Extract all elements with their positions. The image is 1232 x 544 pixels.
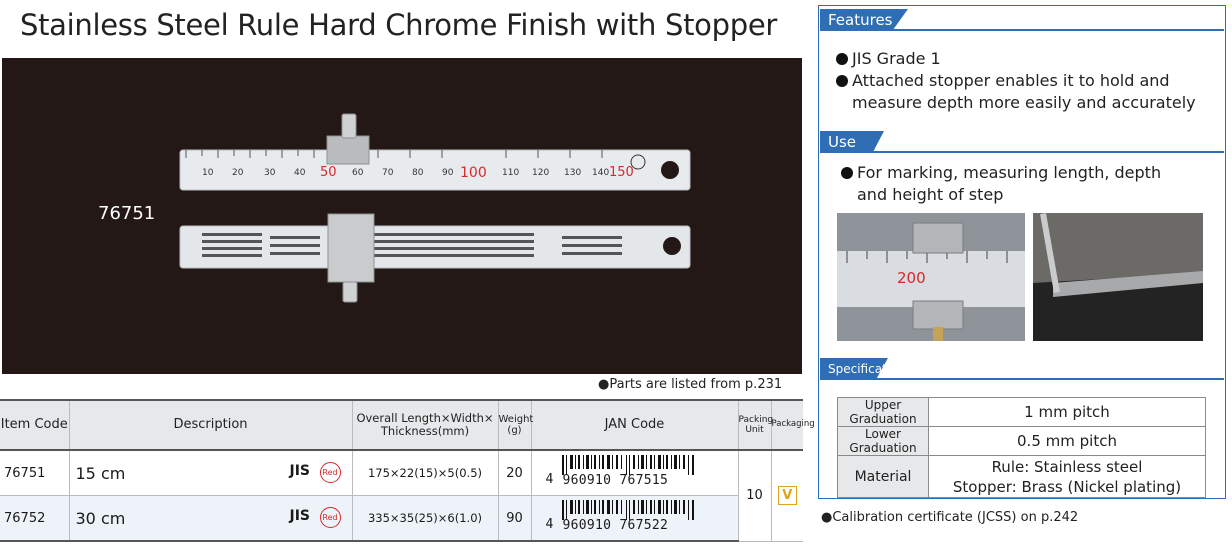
spec-value-line: Rule: Stainless steel [991,457,1143,476]
svg-text:40: 40 [294,168,306,178]
table-row: 76751 15 cm JIS Red 175×22(15)×5(0.5) 20… [0,450,803,542]
barcode-icon [561,500,694,520]
features-rule [820,29,1224,31]
spec-row: Material Rule: Stainless steel Stopper: … [837,455,1206,498]
length-label: 30 cm [75,509,126,528]
header-dimensions: Overall Length×Width× Thickness(mm) [351,399,498,451]
use-photo-depth [1033,213,1203,341]
svg-text:140: 140 [592,168,609,178]
header-weight: Weight (g) [497,399,533,451]
jis-mark: JIS [289,463,311,479]
feature-item-continued: measure depth more easily and accurately [852,93,1196,112]
use-photo-closeup-art: 200 [837,222,1025,341]
spec-row: Lower Graduation 0.5 mm pitch [837,426,1206,456]
bullet-icon [841,167,853,179]
features-heading: Features [820,9,908,31]
packaging-cell: V [770,450,803,542]
weight-cell: 20 [497,450,531,496]
jan-number: 960910 767522 [562,518,669,533]
feature-item: JIS Grade 1 [836,48,941,70]
svg-text:60: 60 [352,168,364,178]
ruler-mark-150: 150 [609,165,634,180]
red-mark-icon: Red [319,507,341,528]
header-jan-code: JAN Code [530,399,738,451]
specifications-heading: Specifications [820,358,888,380]
use-photo-depth-art [1033,213,1203,341]
svg-text:70: 70 [382,168,394,178]
header-packaging: Packaging [770,399,815,451]
bullet-icon [836,75,848,87]
use-header: Use [820,131,1224,153]
features-header: Features [820,9,1224,31]
bullet-icon [836,53,848,65]
svg-text:120: 120 [532,168,549,178]
spec-value: Rule: Stainless steel Stopper: Brass (Ni… [928,455,1206,498]
description-cell: 30 cm JIS Red [68,495,352,542]
product-photo: 10 20 30 40 60 70 80 90 110 120 130 140 50 100 1… [2,58,802,374]
description-cell: 15 cm JIS Red [68,450,352,496]
svg-text:10: 10 [202,168,214,178]
product-table: Item Code Description Overall Length×Wid… [0,399,815,542]
jan-lead-digit: 4 [545,517,554,532]
spec-key: Lower Graduation [837,426,929,456]
use-item: For marking, measuring length, depth [841,162,1161,184]
dimensions-cell: 175×22(15)×5(0.5) [351,450,498,496]
specifications-header: Specifications [820,358,1224,380]
jan-code-cell: 4 960910 767522 [530,495,738,542]
use-text: For marking, measuring length, depth [857,163,1162,182]
feature-item: Attached stopper enables it to hold and [836,70,1170,92]
parts-note: ●Parts are listed from p.231 [598,377,783,392]
page-title: Stainless Steel Rule Hard Chrome Finish … [20,8,778,42]
svg-text:90: 90 [442,168,454,178]
ruler-mark-100: 100 [460,165,487,181]
spec-value: 1 mm pitch [928,397,1206,427]
feature-text: Attached stopper enables it to hold and [852,71,1170,90]
svg-text:130: 130 [564,168,581,178]
table-row: 76752 30 cm JIS Red 335×35(25)×6(1.0) 90… [0,495,803,542]
use-photo-mark-200: 200 [897,269,926,287]
spec-value: 0.5 mm pitch [928,426,1206,456]
barcode-icon [561,455,694,475]
use-item-continued: and height of step [857,185,1004,204]
svg-text:110: 110 [502,168,519,178]
table-header-row: Item Code Description Overall Length×Wid… [0,399,815,451]
header-item-code: Item Code [0,399,69,451]
spec-row: Upper Graduation 1 mm pitch [837,397,1206,427]
photo-item-code: 76751 [98,203,156,224]
rule-illustration: 10 20 30 40 60 70 80 90 110 120 130 140 50 100 1… [179,113,691,303]
use-photo-closeup: 200 [837,213,1025,341]
header-packing-unit: Packing Unit [737,399,773,451]
calibration-note: ●Calibration certificate (JCSS) on p.242 [821,510,1079,525]
jis-mark: JIS [289,508,311,524]
specifications-table: Upper Graduation 1 mm pitch Lower Gradua… [837,397,1206,498]
info-panel: Features JIS Grade 1 Attached stopper en… [818,5,1226,499]
weight-cell: 90 [497,495,531,542]
dimensions-cell: 335×35(25)×6(1.0) [351,495,498,542]
red-mark-icon: Red [319,462,341,483]
ruler-mark-50: 50 [320,165,337,180]
use-rule [820,151,1224,153]
jan-lead-digit: 4 [545,472,554,487]
jan-code-cell: 4 960910 767515 [530,450,738,496]
header-description: Description [68,399,352,451]
jan-number: 960910 767515 [562,473,669,488]
length-label: 15 cm [75,464,126,483]
item-code: 76752 [0,495,69,542]
spec-key: Material [837,455,929,498]
spec-key: Upper Graduation [837,397,929,427]
svg-text:30: 30 [264,168,276,178]
svg-text:80: 80 [412,168,424,178]
packaging-badge: V [777,486,797,506]
feature-text: JIS Grade 1 [852,49,941,68]
spec-value-line: Stopper: Brass (Nickel plating) [952,477,1182,496]
svg-text:20: 20 [232,168,244,178]
item-code: 76751 [0,450,69,496]
packing-unit-cell: 10 [737,450,771,542]
specifications-rule [820,378,1224,380]
use-heading: Use [820,131,884,153]
